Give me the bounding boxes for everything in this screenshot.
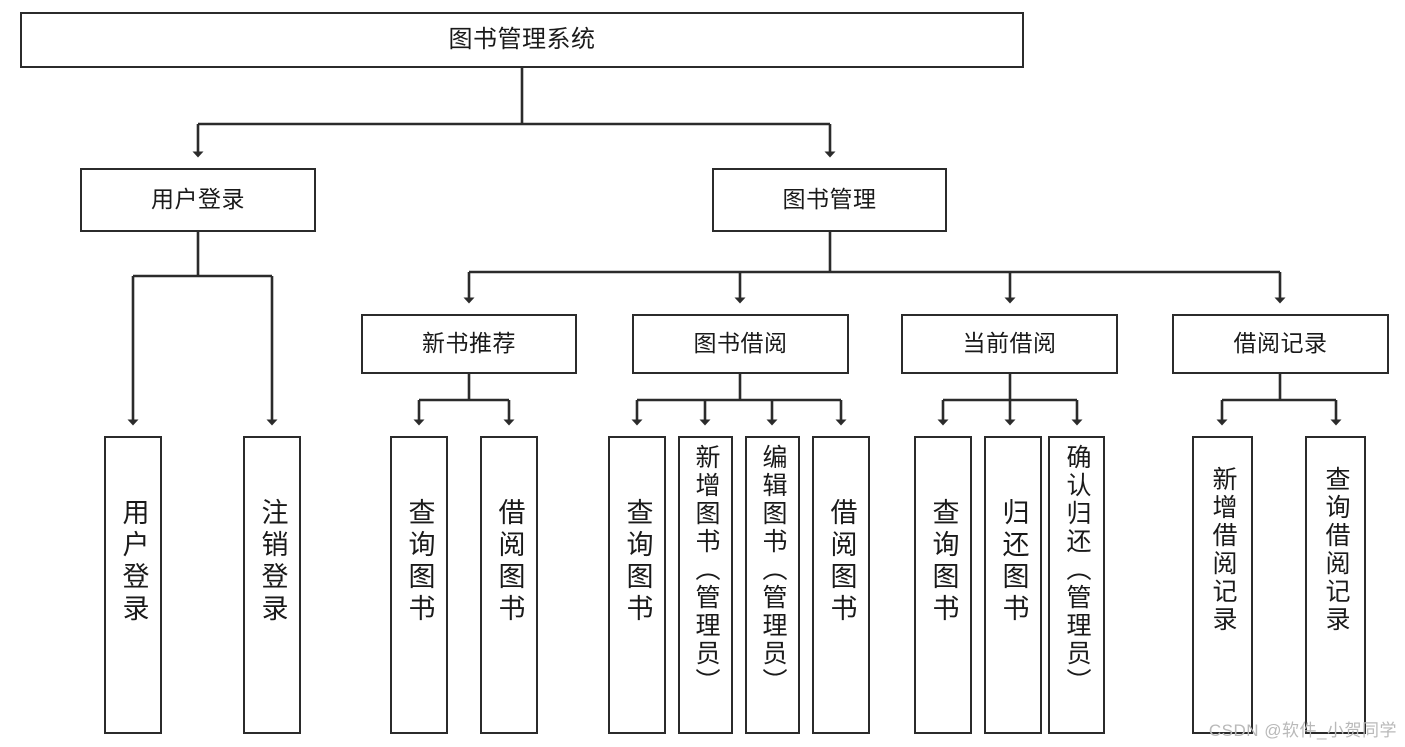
leaf-query-book-borrow[interactable]: 查询图书 xyxy=(608,436,666,734)
node-new-book-recommend[interactable]: 新书推荐 xyxy=(361,314,577,374)
node-label: 图书借阅 xyxy=(693,330,788,357)
leaf-borrow-book[interactable]: 借阅图书 xyxy=(812,436,870,734)
node-label: 查询图书 xyxy=(622,498,653,626)
node-label: 查询图书 xyxy=(404,498,435,626)
node-book-management[interactable]: 图书管理 xyxy=(712,168,947,232)
watermark: CSDN @软件_小贺同学 xyxy=(1208,721,1397,740)
node-label: 当前借阅 xyxy=(962,330,1057,357)
node-label: 借阅图书 xyxy=(494,498,525,626)
node-label: 注销登录 xyxy=(257,498,288,626)
node-borrow-record[interactable]: 借阅记录 xyxy=(1172,314,1389,374)
leaf-query-book-recommend[interactable]: 查询图书 xyxy=(390,436,448,734)
node-label: 归还图书 xyxy=(998,498,1029,626)
leaf-confirm-return-admin[interactable]: 确认归还（管理员） xyxy=(1048,436,1105,734)
node-book-borrow[interactable]: 图书借阅 xyxy=(632,314,849,374)
node-label: 新增借阅记录 xyxy=(1209,466,1237,634)
node-label: 新书推荐 xyxy=(422,330,516,357)
node-label: 借阅图书 xyxy=(826,498,857,626)
node-label: 确认归还（管理员） xyxy=(1063,444,1091,696)
node-root[interactable]: 图书管理系统 xyxy=(20,12,1024,68)
node-current-borrow[interactable]: 当前借阅 xyxy=(901,314,1118,374)
node-label: 查询借阅记录 xyxy=(1322,466,1350,634)
node-label: 借阅记录 xyxy=(1233,330,1328,357)
node-label: 编辑图书（管理员） xyxy=(759,444,787,696)
node-label: 图书管理 xyxy=(782,186,877,213)
leaf-return-book[interactable]: 归还图书 xyxy=(984,436,1042,734)
node-label: 图书管理系统 xyxy=(448,25,596,53)
leaf-add-book-admin[interactable]: 新增图书（管理员） xyxy=(678,436,733,734)
leaf-add-borrow-record[interactable]: 新增借阅记录 xyxy=(1192,436,1253,734)
leaf-query-borrow-record[interactable]: 查询借阅记录 xyxy=(1305,436,1366,734)
node-user-login[interactable]: 用户登录 xyxy=(80,168,316,232)
node-label: 用户登录 xyxy=(151,186,245,213)
node-label: 查询图书 xyxy=(928,498,959,626)
node-label: 用户登录 xyxy=(118,498,149,626)
leaf-edit-book-admin[interactable]: 编辑图书（管理员） xyxy=(745,436,800,734)
node-label: 新增图书（管理员） xyxy=(692,444,720,696)
leaf-query-book-current[interactable]: 查询图书 xyxy=(914,436,972,734)
leaf-borrow-book-recommend[interactable]: 借阅图书 xyxy=(480,436,538,734)
leaf-user-login[interactable]: 用户登录 xyxy=(104,436,162,734)
leaf-logout[interactable]: 注销登录 xyxy=(243,436,301,734)
